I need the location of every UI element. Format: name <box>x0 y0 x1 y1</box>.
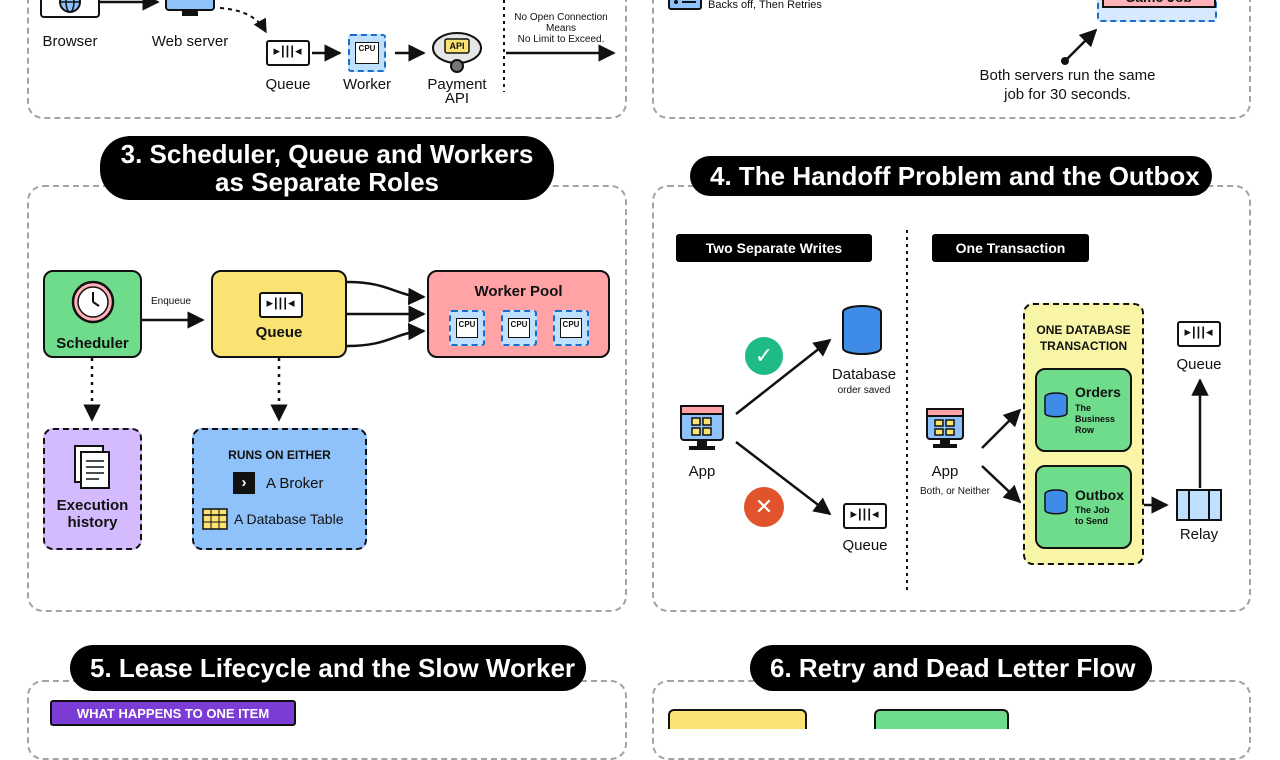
web-server-icon <box>162 0 218 20</box>
arrow-app-queue <box>735 441 832 516</box>
terminal-icon: › <box>233 472 255 494</box>
worker-label: Worker <box>342 76 392 93</box>
payment-api-label-line2: API <box>444 90 470 107</box>
outbox-sub-1: The Job <box>1075 505 1110 515</box>
app-label: App <box>688 463 716 480</box>
queue-left-label: Queue <box>842 537 888 554</box>
order-saved-label: order saved <box>837 385 891 396</box>
database-icon <box>842 305 882 355</box>
no-open-connection-note-line1: No Open Connection <box>514 12 608 23</box>
panel-3-title: 3. Scheduler, Queue and Workers as Separ… <box>100 136 554 200</box>
queue-icon: ▸|||◂ <box>266 40 310 66</box>
panel-3-title-line1: 3. Scheduler, Queue and Workers <box>120 139 534 169</box>
one-transaction-tag: One Transaction <box>932 234 1089 262</box>
execution-history-label-line1: Execution <box>56 497 129 514</box>
web-server-label: Web server <box>151 33 229 50</box>
documents-icon <box>73 445 110 489</box>
backs-off-text: Backs off, Then Retries <box>708 0 822 11</box>
relay-label: Relay <box>1179 526 1219 543</box>
same-job-label: Same Job <box>1102 0 1216 8</box>
execution-history-node: Execution history <box>43 428 142 550</box>
arrow-queue-pool-1 <box>346 280 426 306</box>
retry-green-box <box>874 709 1009 729</box>
panel-6-title: 6. Retry and Dead Letter Flow <box>750 645 1152 691</box>
transaction-label-line1: ONE DATABASE <box>1036 323 1131 337</box>
server-rack-icon <box>668 0 702 11</box>
transaction-box: ONE DATABASE TRANSACTION Orders The Busi… <box>1023 303 1144 565</box>
runs-on-either-label: RUNS ON EITHER <box>228 448 331 462</box>
same-job-box: Same Job <box>1097 0 1217 22</box>
panel-4-title: 4. The Handoff Problem and the Outbox <box>690 156 1212 196</box>
pool-cpu-icon-3: CPU <box>553 310 589 346</box>
two-writes-tag: Two Separate Writes <box>676 234 872 262</box>
browser-icon <box>40 0 100 18</box>
panel-3-title-line2: as Separate Roles <box>214 167 439 197</box>
pool-cpu-icon-1: CPU <box>449 310 485 346</box>
enqueue-label: Enqueue <box>150 296 192 307</box>
panel-2-frame <box>652 0 1251 119</box>
transaction-label-line2: TRANSACTION <box>1039 339 1128 353</box>
queue-left-icon: ▸|||◂ <box>843 503 887 529</box>
pool-cpu-icon-2: CPU <box>501 310 537 346</box>
queue-node-label: Queue <box>255 324 303 341</box>
retry-yellow-box <box>668 709 807 729</box>
worker-pool-label: Worker Pool <box>474 283 563 300</box>
queue-label: Queue <box>265 76 311 93</box>
no-open-connection-note-line3: No Limit to Exceed. <box>517 34 605 45</box>
orders-sub-1: The <box>1075 403 1092 413</box>
relay-icon <box>1176 489 1222 521</box>
check-icon: ✓ <box>745 337 783 375</box>
database-table-label: A Database Table <box>234 511 344 527</box>
scheduler-label: Scheduler <box>56 335 129 352</box>
orders-label: Orders <box>1075 384 1121 400</box>
both-servers-note-line1: Both servers run the same <box>979 67 1156 84</box>
execution-history-label-line2: history <box>67 514 118 531</box>
runs-on-either-node: RUNS ON EITHER › A Broker A Database Tab… <box>192 428 367 550</box>
clock-icon <box>71 280 114 324</box>
queue-node-icon: ▸|||◂ <box>259 292 303 318</box>
scheduler-node: Scheduler <box>43 270 142 358</box>
payment-api-icon: API <box>430 30 484 74</box>
cross-icon: ✕ <box>744 487 784 527</box>
arrow-app-orders <box>981 408 1022 449</box>
arrow-webserver-queue <box>219 7 267 34</box>
api-badge: API <box>449 41 465 51</box>
app-icon <box>680 405 724 450</box>
worker-pool-node: Worker Pool CPU CPU CPU <box>427 270 610 358</box>
queue-right-icon: ▸|||◂ <box>1177 321 1221 347</box>
outbox-label: Outbox <box>1075 487 1124 503</box>
app-right-icon <box>926 408 964 448</box>
orders-sub-2: Business <box>1075 414 1116 424</box>
both-servers-note-line2: job for 30 seconds. <box>1004 86 1131 103</box>
broker-label: A Broker <box>266 475 324 492</box>
outbox-sub-2: to Send <box>1075 516 1108 526</box>
arrow-queue-pool-3 <box>346 322 426 348</box>
database-label: Database <box>831 366 897 383</box>
arrow-note-samejob <box>1065 28 1098 61</box>
orders-sub-3: Row <box>1075 425 1094 435</box>
table-icon <box>202 508 228 530</box>
arrow-app-outbox <box>981 465 1022 504</box>
orders-db-icon <box>1044 392 1068 418</box>
orders-node: Orders The Business Row <box>1035 368 1132 452</box>
outbox-db-icon <box>1044 489 1068 515</box>
app-right-label: App <box>931 463 959 480</box>
browser-label: Browser <box>42 33 98 50</box>
worker-cpu-icon: CPU <box>348 34 386 72</box>
arrow-app-database <box>735 338 832 415</box>
connector-layer <box>83 0 1209 590</box>
payment-api-label-line1: Payment <box>427 76 487 93</box>
panel-1-frame <box>27 0 627 119</box>
panel-5-title: 5. Lease Lifecycle and the Slow Worker <box>70 645 586 691</box>
no-open-connection-note-line2: Means <box>545 23 576 34</box>
queue-right-label: Queue <box>1176 356 1222 373</box>
both-or-neither-label: Both, or Neither <box>919 486 991 497</box>
queue-node: ▸|||◂ Queue <box>211 270 347 358</box>
outbox-node: Outbox The Job to Send <box>1035 465 1132 549</box>
what-happens-tag: WHAT HAPPENS TO ONE ITEM <box>50 700 296 726</box>
